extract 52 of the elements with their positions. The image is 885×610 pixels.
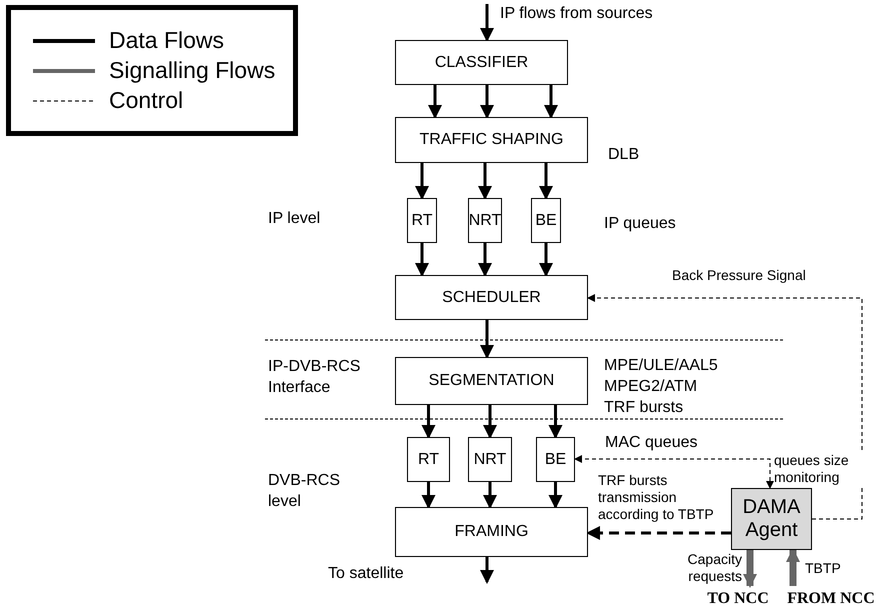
destination-label: TO NCC: [700, 589, 776, 609]
dashed-arrow: [586, 526, 731, 540]
edge-label: queues size monitoring: [774, 452, 864, 486]
legend-text: Signalling Flows: [109, 56, 276, 85]
dashed-arrow: [587, 294, 862, 520]
legend-text: Control: [109, 86, 184, 115]
text-label: DVB-RCS level: [268, 471, 342, 512]
text-label: TRF bursts: [604, 398, 684, 418]
text-label: MAC queues: [605, 433, 698, 453]
arrow: [743, 550, 757, 588]
arrow: [544, 85, 558, 119]
arrow: [480, 85, 494, 119]
arrow: [480, 320, 494, 359]
arrow: [786, 548, 800, 586]
arrow: [483, 405, 497, 439]
process-box: TRAFFIC SHAPING: [395, 117, 588, 163]
arrow: [422, 482, 436, 509]
arrow: [478, 163, 492, 200]
process-box: RT: [407, 437, 450, 482]
process-box: CLASSIFIER: [395, 40, 568, 85]
agent-box: DAMA Agent: [731, 488, 812, 550]
process-box: BE: [531, 198, 561, 243]
process-box: NRT: [468, 198, 502, 243]
arrow: [480, 4, 494, 42]
process-box: BE: [536, 437, 575, 482]
arrow: [548, 482, 562, 509]
text-label: To satellite: [328, 564, 404, 584]
arrow: [415, 163, 429, 200]
arrow: [548, 405, 562, 439]
process-box: SEGMENTATION: [395, 357, 588, 405]
text-label: DLB: [608, 145, 640, 165]
arrow: [415, 243, 429, 277]
arrow: [478, 243, 492, 277]
text-label: IP level: [268, 209, 320, 229]
arrow: [428, 85, 442, 119]
text-label: MPE/ULE/AAL5: [604, 356, 718, 376]
process-box: RT: [407, 198, 437, 243]
text-label: IP queues: [604, 214, 676, 234]
arrow: [539, 243, 553, 277]
legend-text: Data Flows: [109, 26, 224, 55]
text-label: MPEG2/ATM: [604, 377, 698, 397]
arrow: [539, 163, 553, 200]
arrow: [422, 405, 436, 439]
process-box: SCHEDULER: [395, 275, 588, 320]
arrow: [483, 482, 497, 509]
dashed-arrow: [574, 455, 774, 489]
arrow: [480, 557, 494, 584]
destination-label: FROM NCC: [780, 589, 882, 609]
text-label: IP flows from sources: [500, 4, 653, 24]
text-label: IP-DVB-RCS Interface: [268, 357, 362, 398]
process-box: NRT: [468, 437, 512, 482]
process-box: FRAMING: [395, 507, 588, 557]
